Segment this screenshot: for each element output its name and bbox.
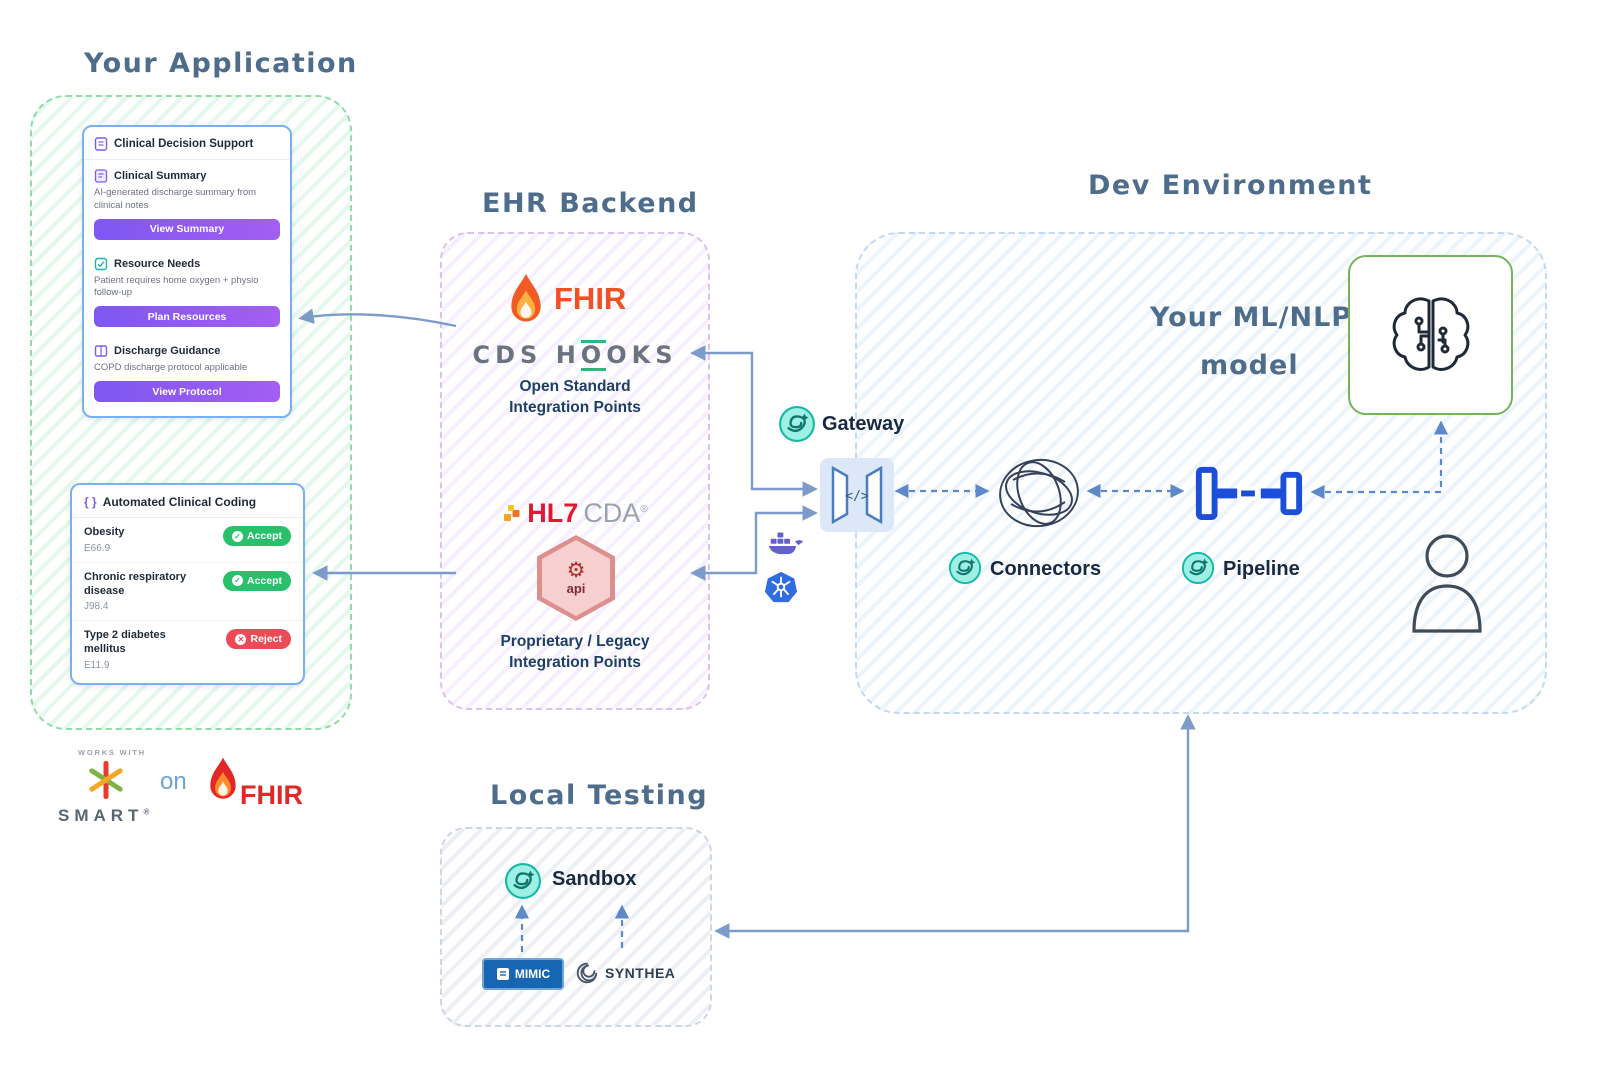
view-protocol-button[interactable]: View Protocol	[94, 381, 280, 403]
document-icon	[94, 137, 108, 151]
card-title: Automated Clinical Coding	[102, 495, 257, 509]
diagnosis-name: Obesity	[84, 526, 125, 538]
icd-code: E66.9	[84, 542, 111, 554]
section-description: COPD discharge protocol applicable	[94, 362, 248, 374]
gateway-label: Gateway	[822, 413, 905, 435]
ml-model-box	[1348, 255, 1513, 415]
section-title: Discharge Guidance	[114, 345, 221, 358]
check-icon: ✓	[231, 575, 243, 587]
local-testing-heading: Local Testing	[490, 780, 709, 811]
proprietary-label: Proprietary / Legacy Integration Points	[500, 633, 650, 671]
check-icon: ✓	[231, 530, 243, 542]
connectors-icon	[993, 450, 1085, 536]
fhir-flame-icon	[204, 756, 242, 806]
hl7-wordmark: HL7	[527, 498, 579, 528]
docker-icon	[768, 528, 804, 558]
connectors-label: Connectors	[990, 558, 1102, 580]
smart-logo-text: SMART®	[58, 806, 150, 825]
x-icon: ✕	[235, 633, 247, 645]
reject-badge[interactable]: ✕Reject	[226, 629, 291, 650]
fhir-logo: FHIR	[504, 272, 626, 326]
document-icon	[496, 967, 510, 981]
ml-model-label-line1: Your ML/NLP	[1150, 302, 1353, 333]
on-label: on	[160, 768, 187, 795]
local-testing-zone	[440, 827, 712, 1027]
section-title: Clinical Summary	[114, 170, 207, 182]
icd-code: J98.4	[84, 601, 109, 613]
coding-row: Obesity E66.9 ✓Accept	[72, 518, 303, 562]
pipeline-icon	[1190, 462, 1308, 524]
coding-row: Chronic respiratory disease J98.4 ✓Accep…	[72, 561, 303, 621]
mimic-button[interactable]: MIMIC	[482, 958, 564, 990]
diagnosis-name: Chronic respiratory disease	[84, 570, 187, 597]
kubernetes-icon	[764, 570, 798, 604]
icd-code: E11.9	[84, 659, 110, 671]
diagnosis-name: Type 2 diabetes mellitus	[84, 629, 166, 655]
pipeline-product-icon	[1181, 551, 1215, 585]
section-description: AI-generated discharge summary from clin…	[94, 187, 257, 211]
hl7-icon	[502, 504, 522, 524]
section-description: Patient requires home oxygen + physio fo…	[94, 274, 259, 299]
section-title: Resource Needs	[114, 257, 201, 270]
ehr-backend-heading: EHR Backend	[482, 188, 699, 219]
resource-needs-section: Resource Needs Patient requires home oxy…	[84, 248, 290, 336]
smart-asterisk-icon	[86, 760, 126, 800]
summary-document-icon	[94, 169, 108, 183]
open-standard-label: Open Standard Integration Points	[509, 378, 641, 416]
ehr-backend-zone	[440, 232, 710, 710]
clinical-summary-section: Clinical Summary AI-generated discharge …	[84, 160, 290, 248]
gear-icon: ⚙	[566, 559, 586, 582]
your-application-heading: Your Application	[84, 48, 358, 79]
fhir-wordmark: FHIR	[554, 281, 627, 316]
svg-text:</>: </>	[845, 489, 869, 504]
works-with-label: WORKS WITH	[78, 748, 146, 757]
pipeline-label: Pipeline	[1223, 558, 1300, 580]
hl7-cda-logo: HL7 CDA®	[440, 498, 710, 529]
fhir-logo-text: FHIR	[240, 780, 303, 810]
cda-wordmark: CDA®	[583, 498, 648, 528]
clinical-decision-support-card: Clinical Decision Support Clinical Summa…	[82, 125, 292, 419]
braces-icon: { }	[84, 495, 97, 509]
coding-row: Type 2 diabetes mellitus E11.9 ✕Reject	[72, 620, 303, 683]
connectors-product-icon	[948, 551, 982, 585]
brain-icon	[1383, 287, 1479, 383]
dev-environment-heading: Dev Environment	[1088, 170, 1373, 201]
book-icon	[94, 344, 108, 358]
gateway-product-icon	[778, 405, 816, 443]
cds-hooks-logo: CDS HOOKS	[440, 340, 710, 372]
plan-resources-button[interactable]: Plan Resources	[94, 306, 280, 328]
synthea-logo: SYNTHEA	[574, 960, 675, 986]
user-icon	[1402, 528, 1492, 638]
ml-model-label-line2: model	[1200, 350, 1299, 381]
card-title: Clinical Decision Support	[114, 138, 254, 150]
sandbox-label: Sandbox	[552, 868, 637, 890]
synthea-spiral-icon	[574, 960, 600, 986]
discharge-guidance-section: Discharge Guidance COPD discharge protoc…	[84, 335, 290, 416]
checkbox-icon	[94, 257, 108, 271]
accept-badge[interactable]: ✓Accept	[222, 570, 291, 591]
gateway-icon: </>	[820, 458, 894, 532]
sandbox-product-icon	[504, 862, 542, 900]
accept-badge[interactable]: ✓Accept	[222, 526, 291, 546]
api-label: api	[566, 581, 586, 596]
automated-clinical-coding-card: { } Automated Clinical Coding Obesity E6…	[70, 483, 305, 685]
fhir-flame-icon	[504, 272, 548, 326]
synthea-label: SYNTHEA	[605, 965, 676, 981]
view-summary-button[interactable]: View Summary	[94, 218, 280, 240]
